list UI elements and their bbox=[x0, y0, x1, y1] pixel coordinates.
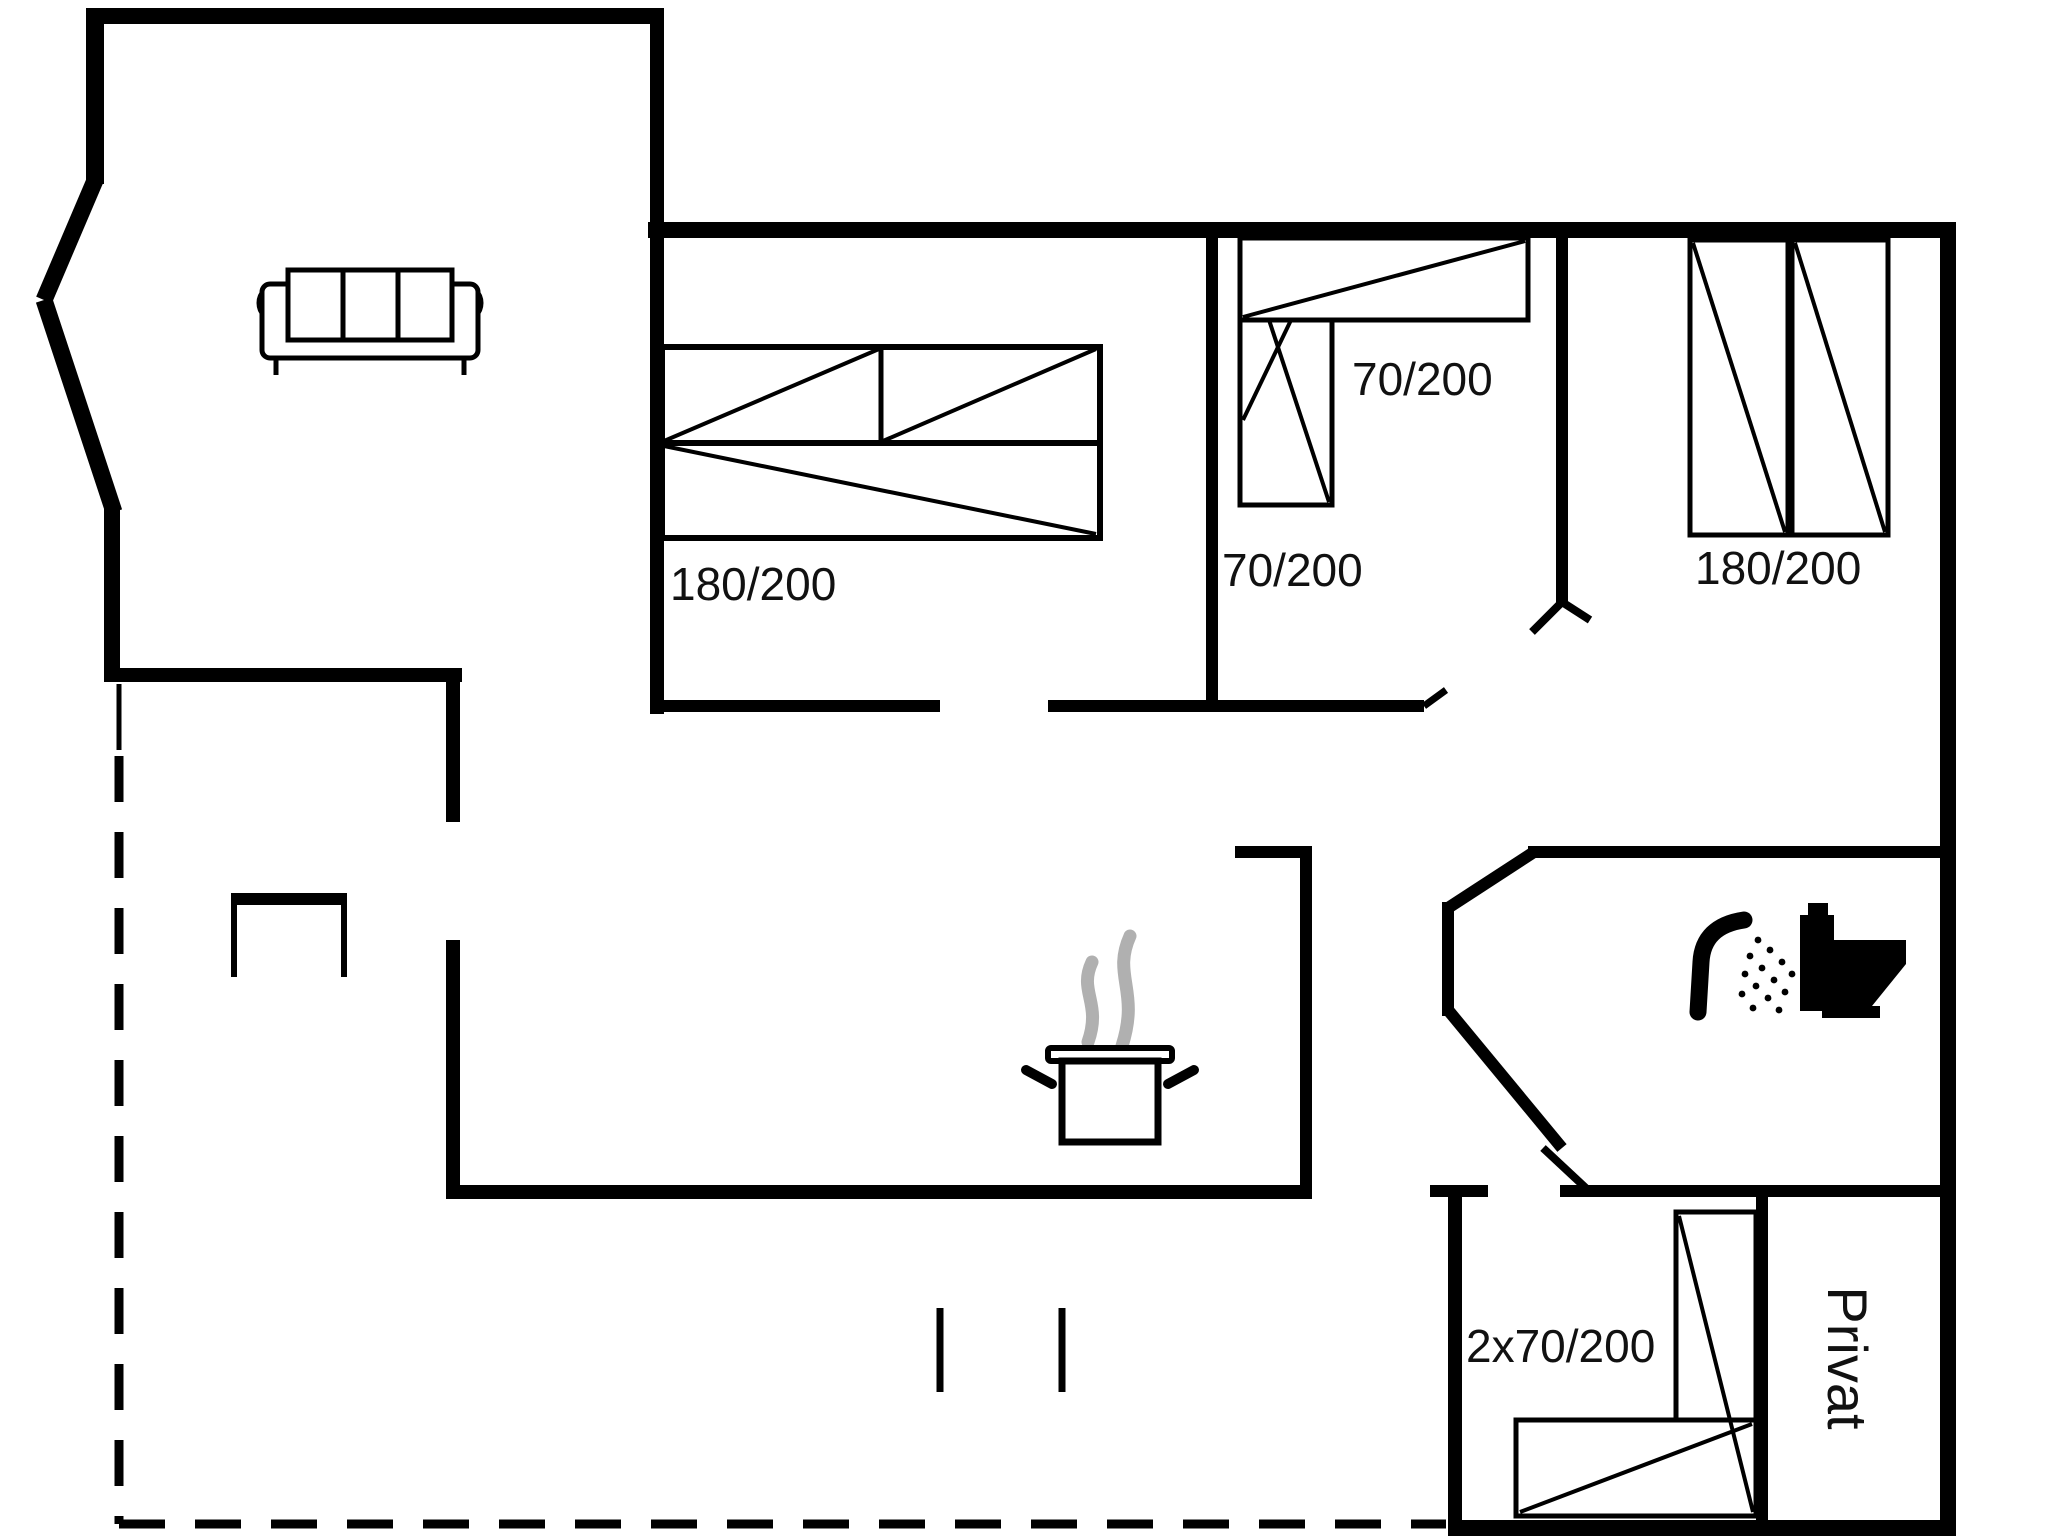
bed-diagonal-2 bbox=[1793, 242, 1887, 533]
sofa-icon bbox=[256, 267, 484, 375]
fireplace-top bbox=[231, 893, 347, 905]
pot-handle-left bbox=[1021, 1065, 1057, 1089]
wall-bathroom-angle-lower bbox=[1443, 1006, 1567, 1152]
steam-wisp-2 bbox=[1115, 929, 1137, 1053]
bed-diagonal-1 bbox=[1691, 242, 1787, 533]
interior-walls bbox=[446, 238, 1940, 1536]
wall-left-sill bbox=[112, 668, 462, 682]
bed-size-label-right: 180/200 bbox=[1695, 542, 1861, 594]
door-marks bbox=[936, 598, 1593, 1392]
fireplace-side-right bbox=[341, 905, 347, 977]
bed-size-label-mid-left: 70/200 bbox=[1222, 544, 1363, 596]
toilet-flush-button bbox=[1808, 903, 1828, 917]
shower-spray-dots bbox=[1738, 936, 1796, 1014]
wall-privat-divider bbox=[1756, 1197, 1768, 1524]
bed-size-labels: 180/200 70/200 70/200 180/200 2x70/200 P… bbox=[670, 353, 1879, 1430]
steam-wisp-1 bbox=[1080, 955, 1100, 1049]
wall-bedrooms-bottom-right bbox=[1048, 700, 1424, 712]
single-bed-symbol-mid-top bbox=[1237, 235, 1531, 323]
double-bed-symbol-right bbox=[1687, 237, 1891, 538]
wall-kitchen-bottom bbox=[446, 1185, 1312, 1199]
wall-kitchen-peninsula-top bbox=[1235, 846, 1312, 858]
bed-diagonal-2 bbox=[1519, 1422, 1753, 1514]
terrace-boundary bbox=[114, 684, 1446, 1529]
door-tick-bedroom-b bbox=[1421, 687, 1449, 709]
wall-top-living bbox=[86, 8, 664, 24]
wall-bedrooms-bottom-left bbox=[650, 700, 940, 712]
bed-diagonal-1 bbox=[1677, 1215, 1755, 1513]
outer-walls bbox=[35, 8, 1956, 1536]
wall-x450-lower bbox=[446, 940, 460, 1197]
toilet-base bbox=[1822, 1006, 1880, 1018]
wall-bathroom-top bbox=[1528, 846, 1940, 858]
shower-icon bbox=[1689, 911, 1796, 1021]
wall-right-outer bbox=[1940, 222, 1956, 1536]
double-bed-symbol-left bbox=[659, 344, 1103, 541]
bed-size-label-bunk: 2x70/200 bbox=[1466, 1320, 1655, 1372]
bed-diagonal-1 bbox=[663, 347, 880, 443]
wall-bathroom-left bbox=[1442, 902, 1454, 1016]
wall-x450-upper bbox=[446, 668, 460, 822]
door-leaf-bathroom bbox=[1540, 1145, 1591, 1193]
steam-icon bbox=[1080, 929, 1137, 1053]
wall-bathroom-bottom bbox=[1560, 1185, 1940, 1197]
toilet-bowl bbox=[1834, 940, 1906, 1006]
wall-bay-upper bbox=[36, 174, 104, 304]
bunk-bed-symbol bbox=[1513, 1209, 1759, 1519]
wall-left-mid bbox=[104, 505, 120, 682]
shower-arm bbox=[1689, 911, 1753, 1021]
door-tick-bedroom-c-right bbox=[1559, 598, 1593, 624]
wall-top-bedrooms bbox=[648, 222, 1956, 238]
wall-bottom-bedroom-left bbox=[1448, 1185, 1462, 1536]
pot-body bbox=[1058, 1057, 1162, 1146]
wall-bathroom-angle-upper bbox=[1444, 846, 1538, 914]
bed-size-label-left: 180/200 bbox=[670, 558, 836, 610]
sofa-cushions bbox=[285, 267, 455, 343]
bed-size-label-mid-top: 70/200 bbox=[1352, 353, 1493, 405]
wall-bay-lower bbox=[35, 297, 123, 515]
wall-divider-room-a-b bbox=[1206, 238, 1218, 708]
wall-divider-room-b-c bbox=[1556, 238, 1568, 604]
wall-bottom-right bbox=[1448, 1520, 1956, 1536]
private-room-label: Privat bbox=[1816, 1286, 1879, 1430]
cooking-pot-icon bbox=[1021, 1045, 1199, 1146]
bed-diagonal-2 bbox=[882, 347, 1097, 443]
door-tick-bedroom-c-left bbox=[1529, 599, 1565, 635]
pot-handle-right bbox=[1163, 1065, 1199, 1089]
toilet-icon bbox=[1800, 903, 1906, 1018]
bed-diagonal-3 bbox=[663, 444, 1097, 536]
wall-left-upper bbox=[86, 8, 104, 184]
fireplace-side-left bbox=[231, 905, 237, 977]
wall-kitchen-peninsula-side bbox=[1300, 846, 1312, 1197]
fireplace-icon bbox=[231, 893, 347, 977]
bed-diagonal bbox=[1242, 239, 1526, 319]
toilet-tank bbox=[1800, 915, 1834, 1011]
wall-bottom-bedroom-jamb bbox=[1430, 1185, 1488, 1197]
